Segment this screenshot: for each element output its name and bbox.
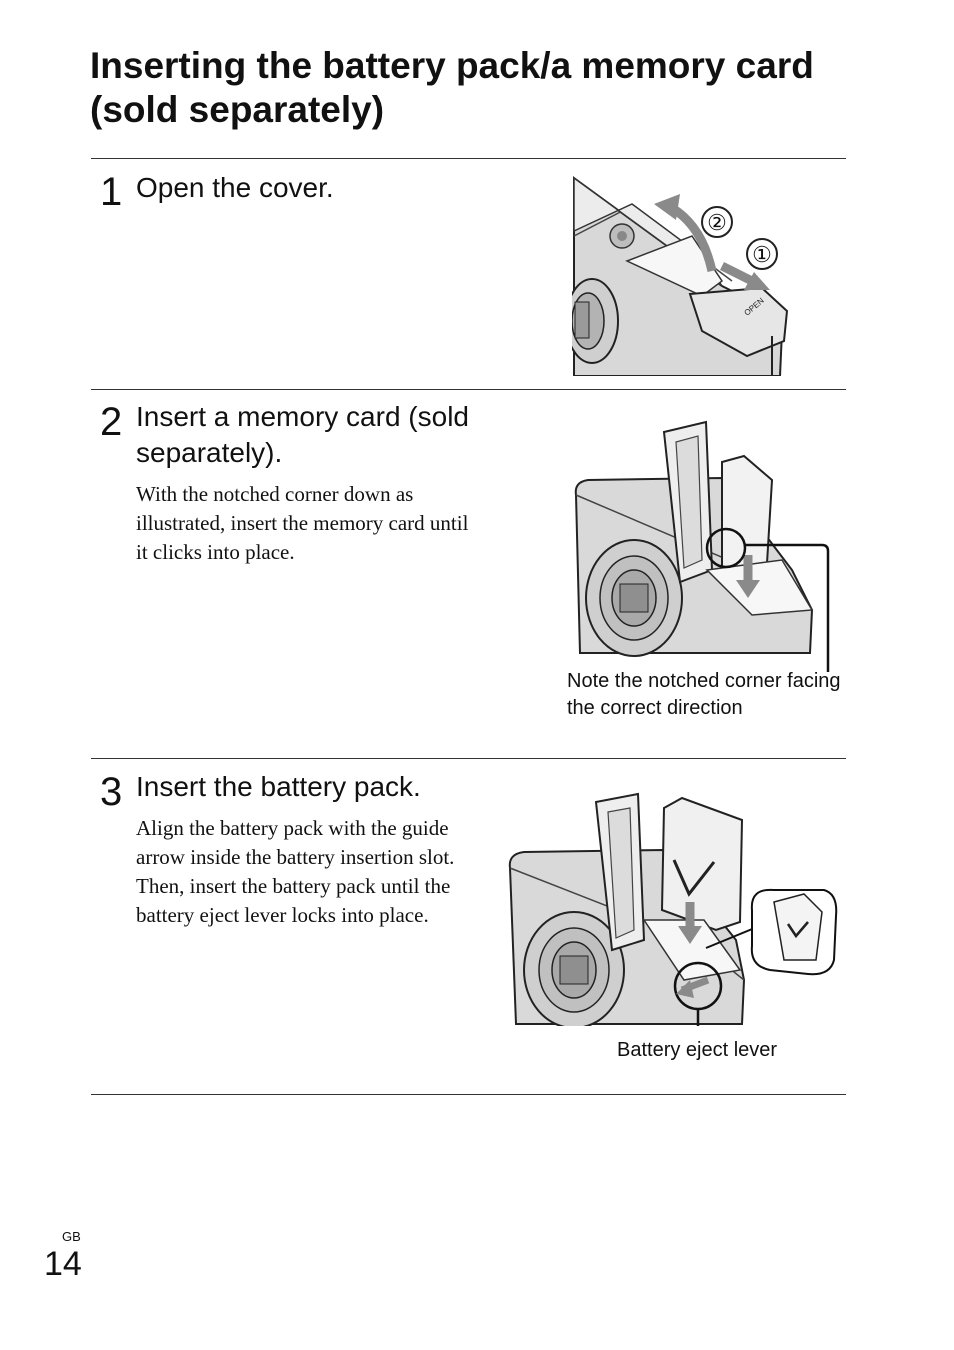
divider-top (91, 158, 846, 159)
page-title: Inserting the battery pack/a memory card… (90, 45, 814, 130)
page-number: 14 (44, 1245, 82, 1283)
memory-card-illustration (574, 420, 830, 672)
step-1-number: 1 (100, 170, 123, 214)
open-cover-illustration: ② ① OPEN (572, 176, 789, 376)
step-3-body: Align the battery pack with the guide ar… (136, 816, 455, 927)
region-code: GB (62, 1229, 81, 1244)
divider-1 (91, 389, 846, 390)
marker-2: ② (707, 210, 727, 235)
step-3-heading: Insert the battery pack. (136, 771, 421, 802)
notched-corner-caption: Note the notched corner facing the corre… (567, 670, 841, 719)
battery-eject-lever-caption: Battery eject lever (617, 1039, 778, 1061)
divider-bottom (91, 1094, 846, 1095)
step-2-heading: Insert a memory card (sold separately). (136, 401, 469, 468)
step-2-number: 2 (100, 400, 123, 444)
step-2-body: With the notched corner down as illustra… (136, 482, 469, 564)
battery-pack-illustration (508, 792, 838, 1026)
divider-2 (91, 758, 846, 759)
marker-1: ① (752, 242, 772, 267)
step-3-number: 3 (100, 770, 123, 814)
step-1-heading: Open the cover. (136, 172, 334, 203)
